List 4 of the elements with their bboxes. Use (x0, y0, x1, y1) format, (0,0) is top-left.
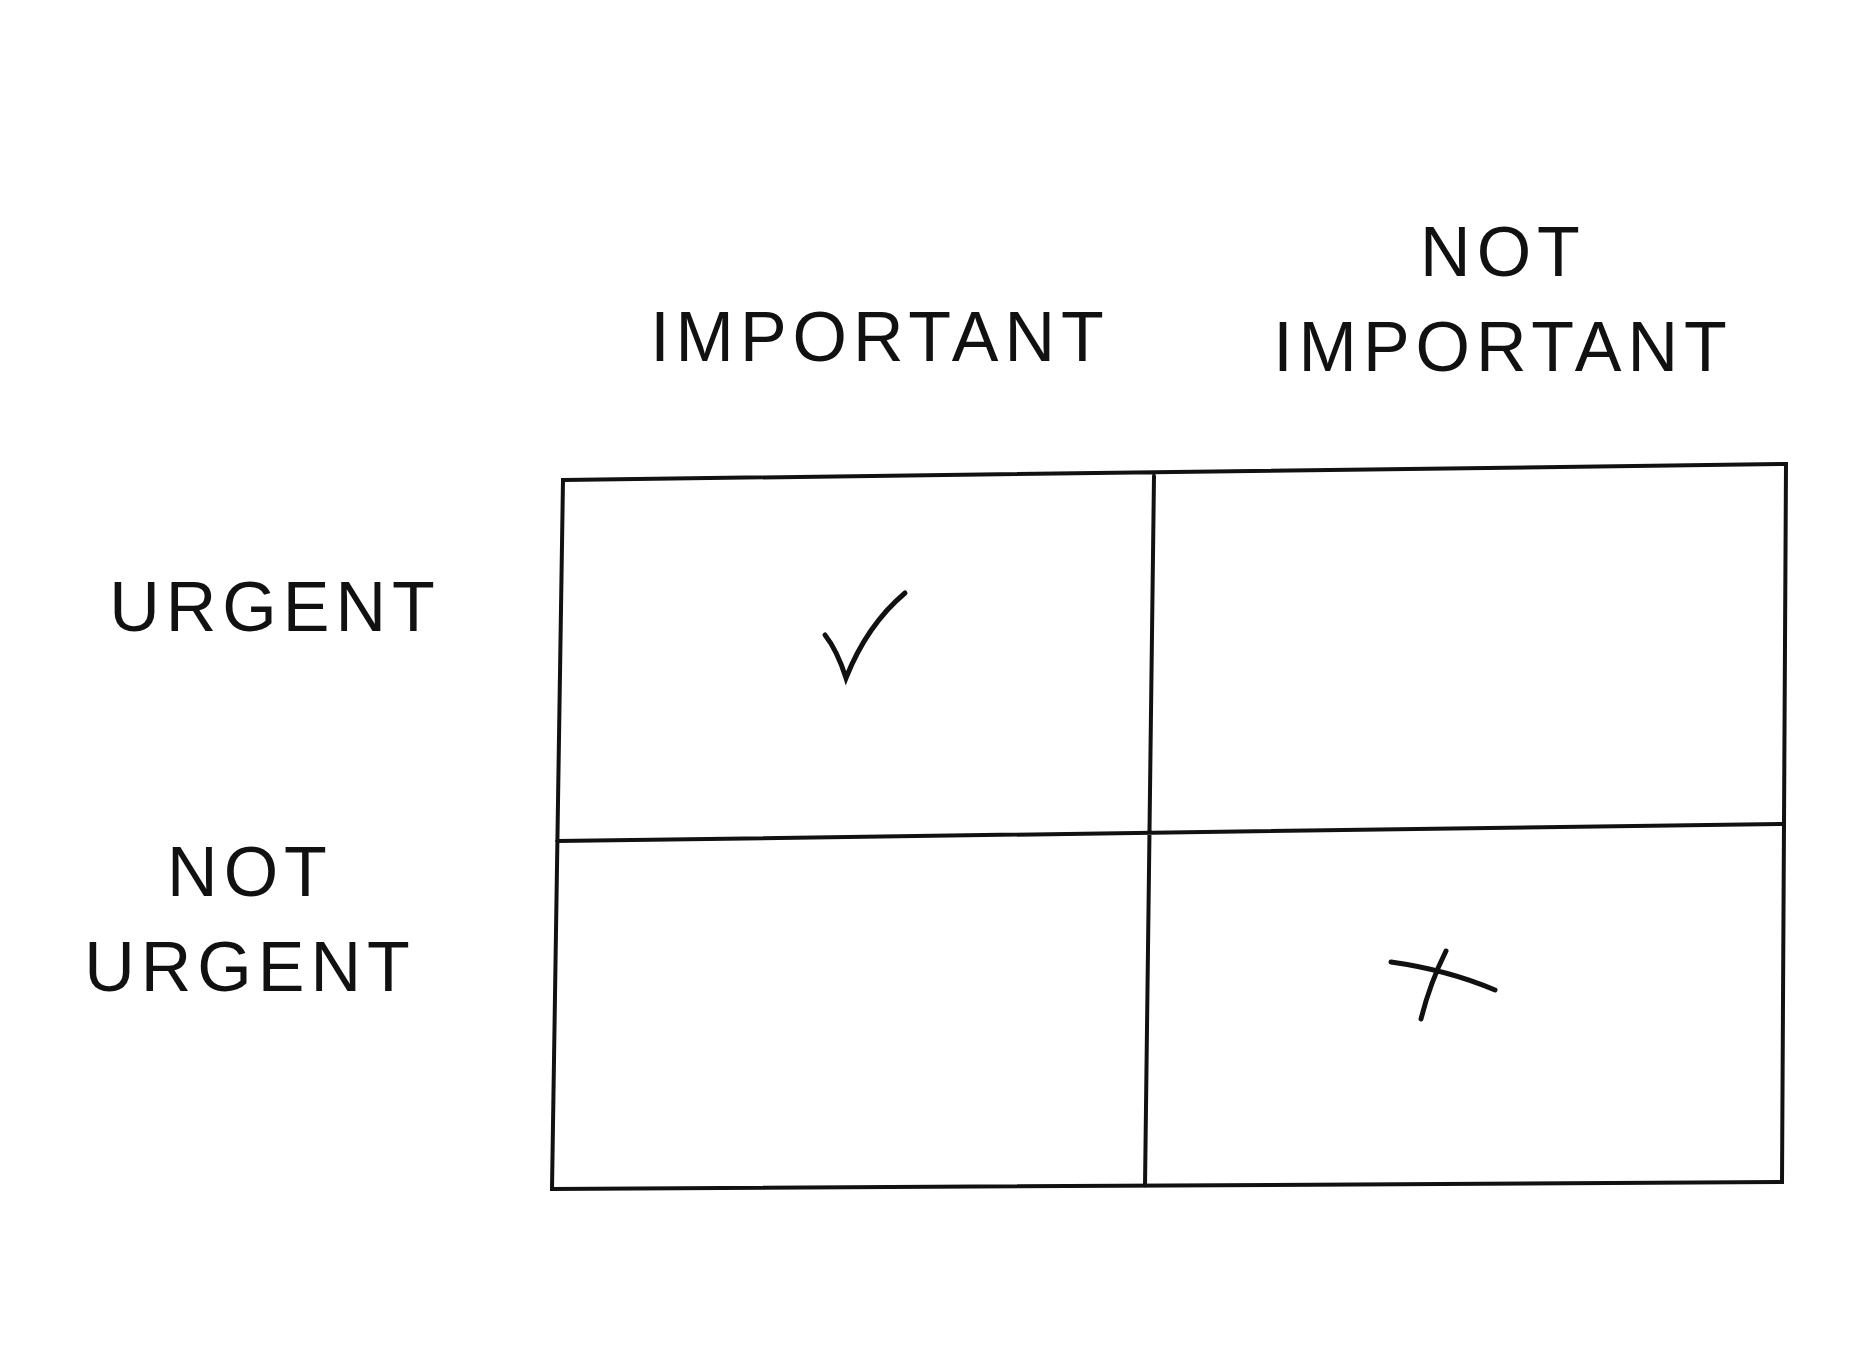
column-heading: NOT IMPORTANT (1272, 212, 1734, 388)
row-heading: NOT URGENT (83, 832, 417, 1008)
column-heading: IMPORTANT (649, 297, 1111, 378)
row-heading: URGENT (108, 567, 442, 648)
